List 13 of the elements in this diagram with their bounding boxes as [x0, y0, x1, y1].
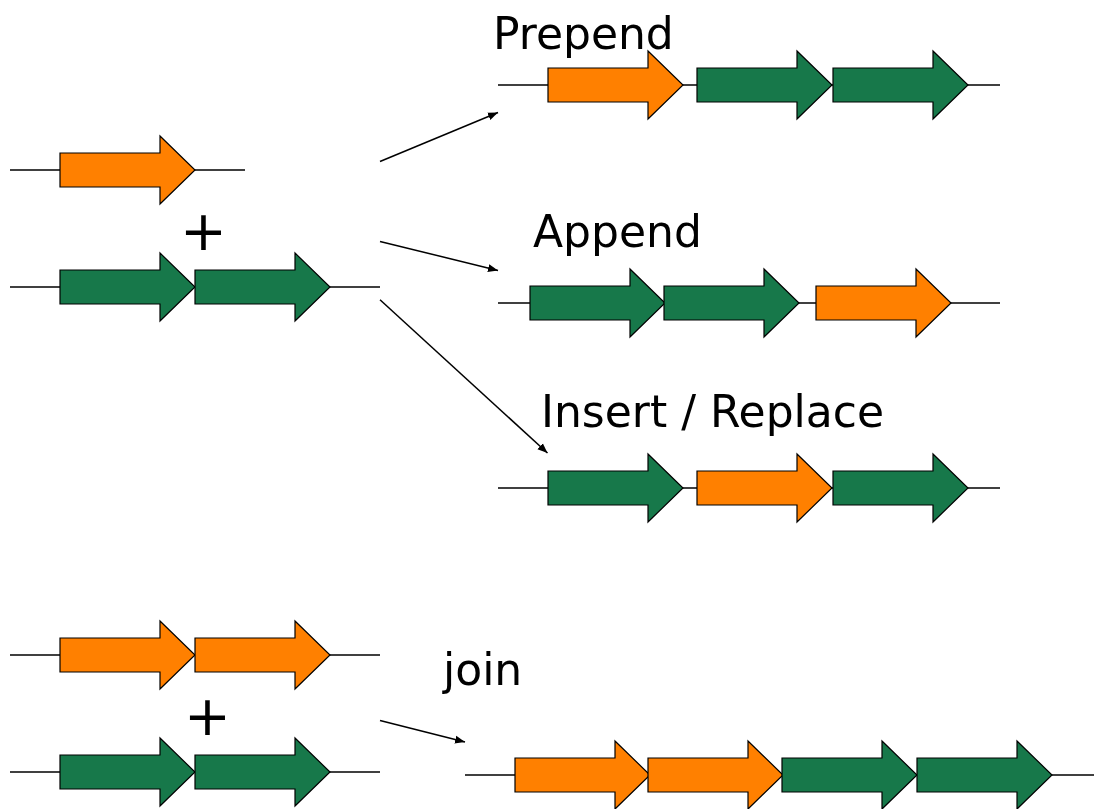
- operation-label: Insert / Replace: [541, 390, 885, 434]
- arrow: [379, 719, 466, 744]
- plus-sign: +: [184, 688, 231, 744]
- operation-label: join: [443, 648, 523, 692]
- operation-label: Append: [533, 210, 702, 254]
- gene-construct-drawing: [465, 740, 1094, 809]
- arrow: [379, 111, 499, 163]
- operation-label: Prepend: [493, 12, 674, 56]
- arrow: [379, 240, 499, 272]
- gene-construct-drawing: [498, 453, 1000, 523]
- arrow: [379, 299, 549, 454]
- plus-sign: +: [180, 203, 227, 259]
- gene-construct-drawing: [498, 268, 1000, 338]
